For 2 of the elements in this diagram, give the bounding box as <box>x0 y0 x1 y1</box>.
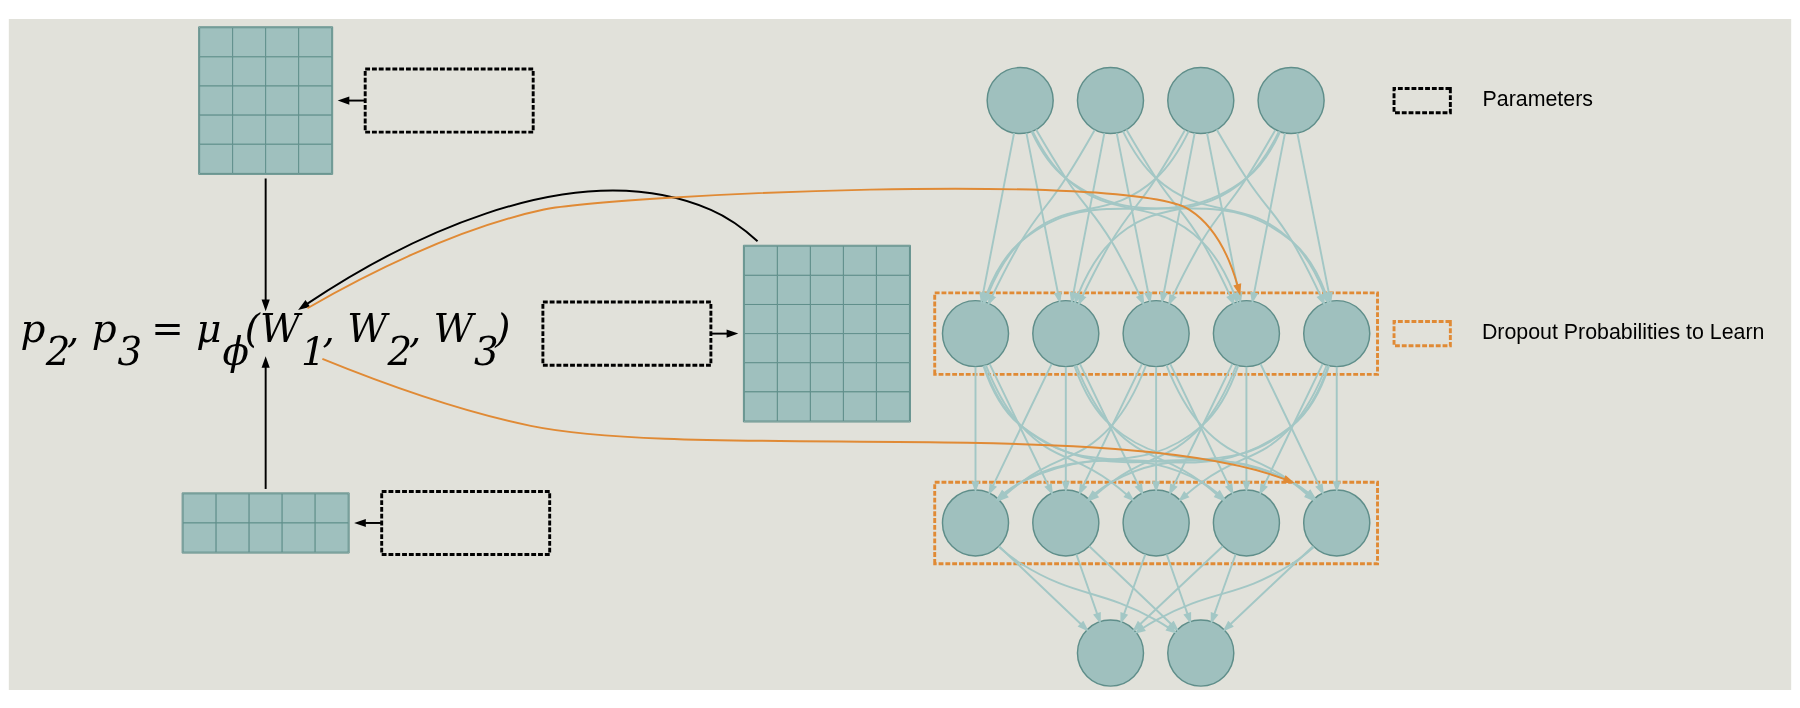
legend-label: Parameters <box>1482 86 1593 111</box>
legend-label: Dropout Probabilities to Learn <box>1481 319 1765 344</box>
